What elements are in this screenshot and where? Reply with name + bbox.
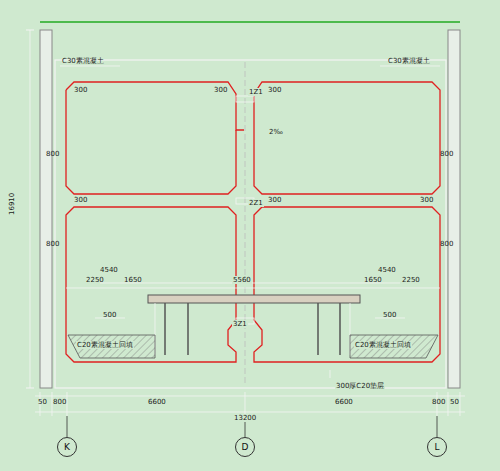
dimension-label: 800	[440, 240, 453, 248]
axis-letter: L	[434, 443, 439, 452]
dimension-label: 800	[53, 398, 66, 406]
dimension-label: 2Z1	[248, 199, 264, 207]
dimension-label: 50	[38, 398, 47, 406]
dimension-label: 300	[214, 86, 227, 94]
dimension-label: 1Z1	[248, 88, 264, 96]
dimension-label: 4540	[100, 266, 118, 274]
dimension-label: 13200	[233, 414, 257, 422]
axis-circle: D	[235, 437, 255, 457]
dimension-label: 800	[46, 150, 59, 158]
dimension-label: 16910	[8, 193, 16, 215]
dimension-label: 300	[268, 86, 281, 94]
dimension-label: C20素混凝土回填	[354, 341, 412, 349]
dimension-label: 800	[432, 398, 445, 406]
axis-circle: L	[427, 437, 447, 457]
dimension-label: 4540	[378, 266, 396, 274]
dimension-label: 6600	[148, 398, 166, 406]
dimension-label: 800	[46, 240, 59, 248]
dimension-label: 1650	[124, 276, 142, 284]
axis-circle: K	[57, 437, 77, 457]
dimension-label: 6600	[335, 398, 353, 406]
dimension-label: 1650	[364, 276, 382, 284]
dimension-label: 3Z1	[232, 320, 248, 328]
dimension-label: 50	[450, 398, 459, 406]
dimension-label: 2250	[402, 276, 420, 284]
dimension-label: 5560	[232, 276, 252, 284]
dimension-label: 300	[74, 196, 87, 204]
dimension-label: 2250	[86, 276, 104, 284]
dimension-label: 2‰	[268, 128, 284, 136]
axis-letter: K	[64, 443, 70, 452]
dimension-label: 300厚C20垫层	[335, 382, 385, 390]
dimension-label: C20素混凝土回填	[76, 341, 134, 349]
axis-letter: D	[242, 443, 249, 452]
dimension-label: 500	[383, 311, 396, 319]
dimension-label: C30素混凝土	[388, 57, 430, 65]
dimension-label: 800	[440, 150, 453, 158]
dimension-label: 500	[103, 311, 116, 319]
dimension-label: 300	[268, 196, 281, 204]
dimension-label: 300	[420, 196, 433, 204]
dimension-label: 300	[74, 86, 87, 94]
dimension-label: C30素混凝土	[62, 57, 104, 65]
